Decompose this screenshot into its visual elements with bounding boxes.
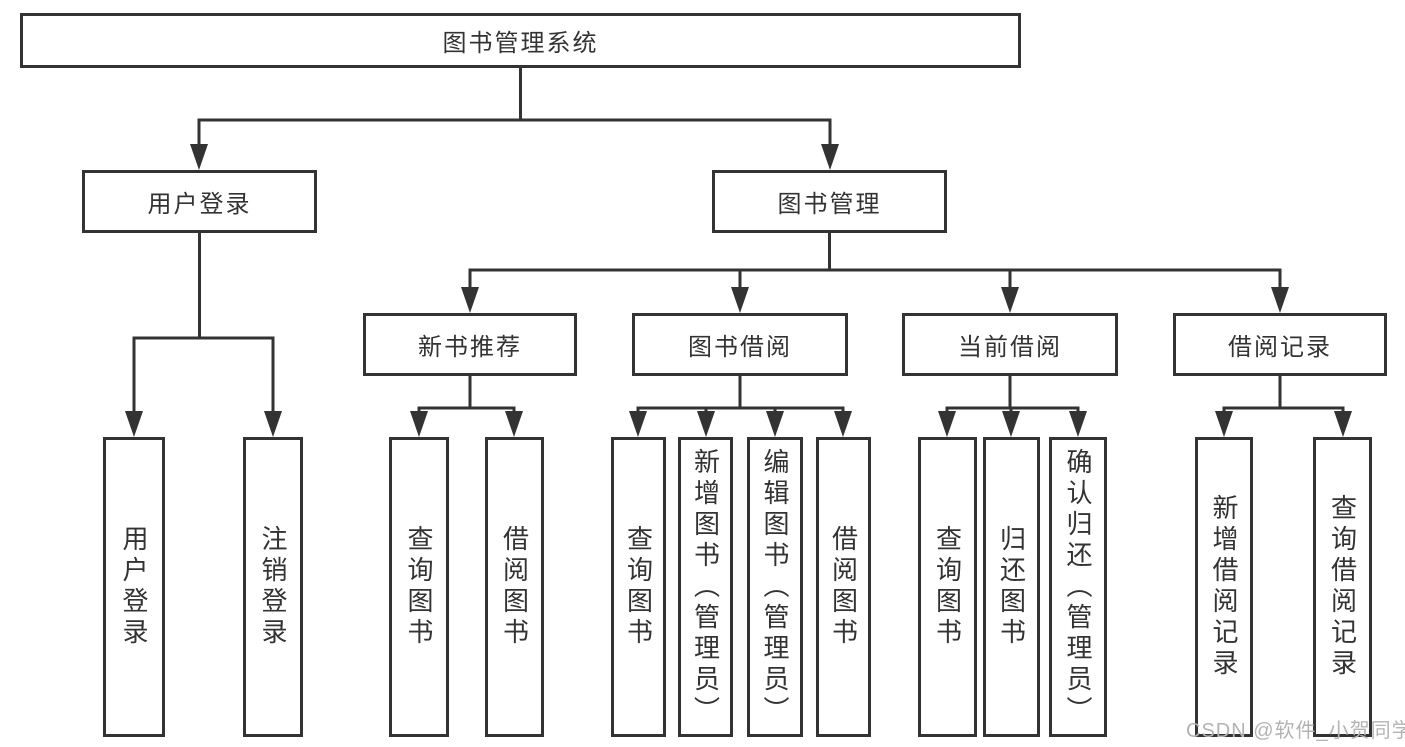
- node-label: 新增图书（管理员）: [690, 447, 721, 727]
- node-user-login: 用户登录: [82, 170, 317, 233]
- node-label: 查询借阅记录: [1327, 494, 1358, 680]
- node-label: 图书管理系统: [442, 30, 599, 57]
- node-label: 新书推荐: [418, 334, 522, 361]
- leaf-return-books: 归还图书: [983, 437, 1040, 737]
- leaf-borrow-books-recommend: 借阅图书: [485, 437, 544, 737]
- node-new-book-recommendation: 新书推荐: [363, 313, 577, 376]
- leaf-query-borrow-record: 查询借阅记录: [1313, 437, 1372, 737]
- node-book-borrowing: 图书借阅: [632, 313, 848, 376]
- node-label: 借阅图书: [828, 525, 859, 649]
- node-label: 注销登录: [258, 525, 288, 649]
- node-borrowing-records: 借阅记录: [1173, 313, 1387, 376]
- leaf-borrow-books-borrowing: 借阅图书: [816, 437, 871, 737]
- node-label: 确认归还（管理员）: [1063, 447, 1093, 727]
- node-library-management-system: 图书管理系统: [20, 13, 1021, 68]
- node-label: 查询图书: [623, 525, 654, 649]
- node-label: 借阅图书: [499, 525, 530, 649]
- leaf-confirm-return-admin: 确认归还（管理员）: [1049, 437, 1107, 737]
- csdn-watermark: CSDN @软件_小贺同学: [1186, 720, 1405, 742]
- leaf-query-books-recommend: 查询图书: [389, 437, 449, 737]
- leaf-edit-books-admin: 编辑图书（管理员）: [747, 437, 803, 737]
- node-label: 用户登录: [119, 525, 149, 649]
- leaf-user-login: 用户登录: [103, 437, 165, 737]
- leaf-add-borrow-record: 新增借阅记录: [1195, 437, 1253, 737]
- node-book-management: 图书管理: [712, 170, 947, 233]
- leaf-logout: 注销登录: [243, 437, 303, 737]
- node-label: 查询图书: [404, 525, 434, 649]
- leaf-add-books-admin: 新增图书（管理员）: [678, 437, 733, 737]
- node-label: 查询图书: [932, 525, 963, 649]
- node-current-borrowing: 当前借阅: [902, 313, 1118, 376]
- node-label: 图书借阅: [688, 334, 792, 361]
- leaf-query-books-borrowing: 查询图书: [611, 437, 666, 737]
- node-label: 当前借阅: [958, 334, 1062, 361]
- node-label: 借阅记录: [1228, 334, 1332, 361]
- node-label: 归还图书: [996, 525, 1027, 649]
- node-label: 用户登录: [147, 191, 252, 218]
- node-label: 新增借阅记录: [1209, 494, 1239, 680]
- arrowhead-icons: [125, 144, 1352, 437]
- leaf-query-books-current: 查询图书: [918, 437, 977, 737]
- node-label: 编辑图书（管理员）: [760, 447, 790, 727]
- node-label: 图书管理: [777, 191, 882, 218]
